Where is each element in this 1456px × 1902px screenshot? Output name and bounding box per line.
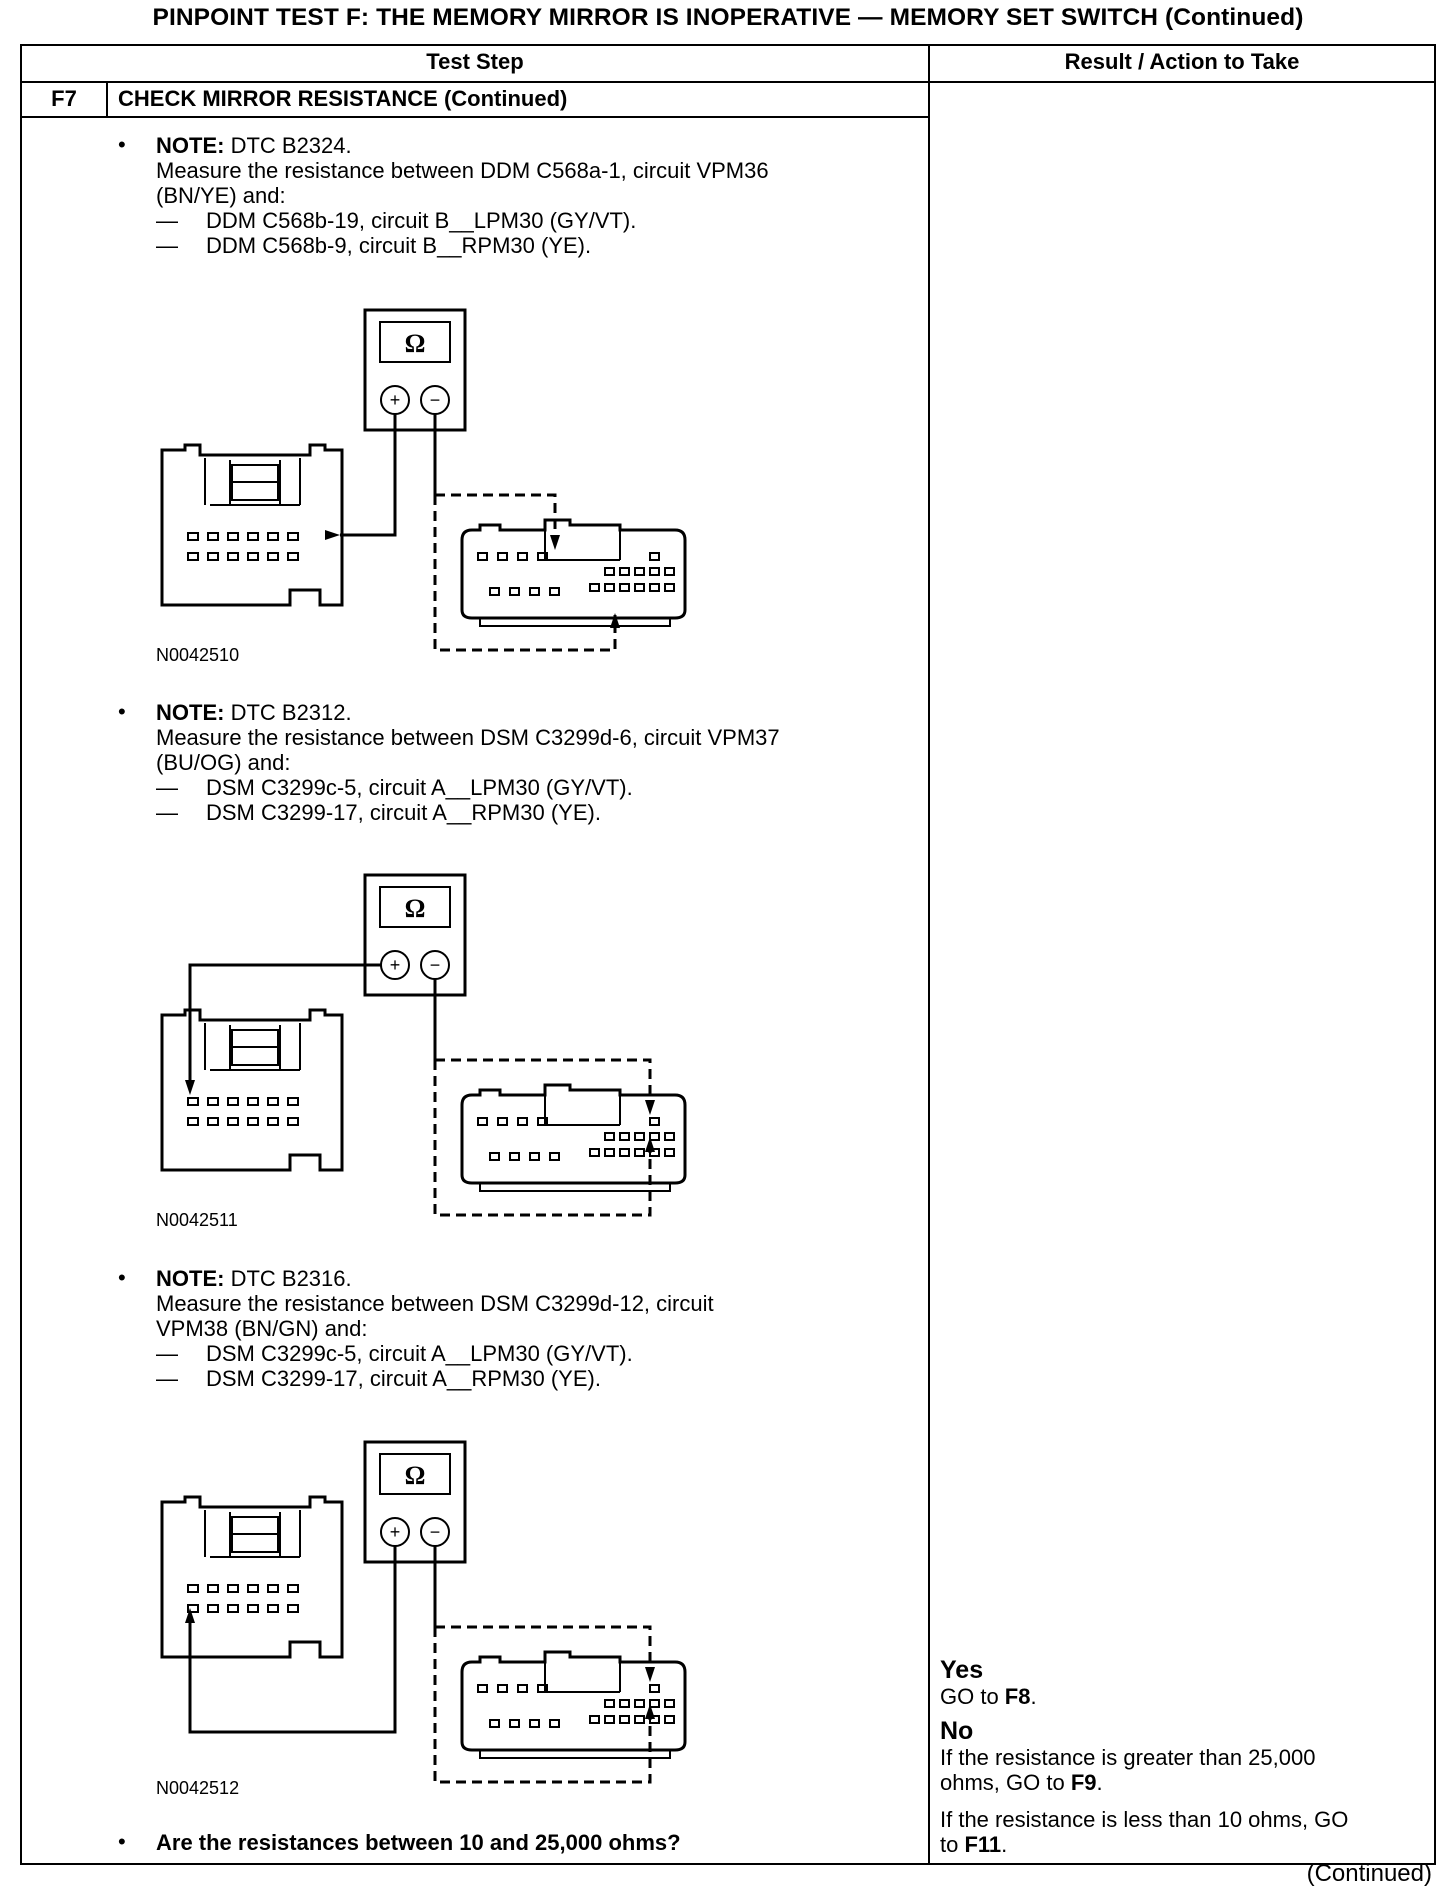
header-bottom-border — [20, 81, 1436, 83]
step-title: CHECK MIRROR RESISTANCE (Continued) — [118, 86, 568, 111]
right-connector — [460, 1083, 687, 1185]
note-line: NOTE: DTC B2312. — [156, 700, 780, 725]
result-block: Yes GO to F8. No If the resistance is gr… — [940, 1656, 1430, 1857]
dashed-lead — [433, 1058, 652, 1217]
measure-line: Measure the resistance between DSM C3299… — [156, 1291, 714, 1316]
measure-line: Measure the resistance between DDM C568a… — [156, 158, 769, 183]
left-connector — [160, 1495, 344, 1659]
wiring-figure-3: Ω + − — [160, 1440, 687, 1784]
step-title-bottom-border — [20, 116, 929, 118]
circuit-text: DSM C3299-17, circuit A__RPM30 (YE). — [206, 1366, 601, 1391]
dash-glyph: — — [156, 233, 178, 258]
table-right-border — [1434, 44, 1436, 1865]
circuit-item: — DDM C568b-19, circuit B__LPM30 (GY/VT). — [156, 208, 769, 233]
step-id-divider — [106, 81, 108, 118]
ohmmeter-body — [363, 308, 467, 432]
dash-glyph: — — [156, 1366, 178, 1391]
note-dtc: DTC B2312. — [224, 700, 352, 725]
minus-symbol: − — [430, 390, 441, 410]
page-title: PINPOINT TEST F: THE MEMORY MIRROR IS IN… — [152, 4, 1304, 31]
circuit-text: DDM C568b-19, circuit B__LPM30 (GY/VT). — [206, 208, 637, 233]
continued-label: (Continued) — [1306, 1860, 1432, 1887]
plus-lead-wire — [188, 963, 381, 1090]
dashed-lead — [433, 1625, 652, 1784]
left-connector — [160, 1008, 344, 1172]
circuit-text: DSM C3299c-5, circuit A__LPM30 (GY/VT). — [206, 1341, 633, 1366]
header-result-action: Result / Action to Take — [1064, 49, 1300, 74]
no-action-less: If the resistance is less than 10 ohms, … — [940, 1807, 1349, 1857]
ohmmeter-body — [363, 1440, 467, 1564]
left-connector — [160, 443, 344, 607]
bullet-icon: • — [118, 132, 126, 157]
table-column-divider — [928, 44, 930, 1865]
dashed-lead — [433, 493, 617, 652]
note-label: NOTE: — [156, 1266, 225, 1291]
circuit-text: DSM C3299-17, circuit A__RPM30 (YE). — [206, 800, 601, 825]
ohm-symbol: Ω — [405, 329, 426, 358]
note-label: NOTE: — [156, 700, 225, 725]
plus-lead-wire — [340, 414, 397, 537]
plus-lead-wire — [188, 1546, 397, 1734]
note-block-3: • NOTE: DTC B2316. Measure the resistanc… — [118, 1265, 714, 1391]
figure-id: N0042511 — [156, 1210, 238, 1230]
note-dtc: DTC B2324. — [224, 133, 352, 158]
wiring-figure-2: Ω + − — [160, 873, 687, 1217]
dash-glyph: — — [156, 800, 178, 825]
table-bottom-border — [20, 1863, 1436, 1865]
minus-symbol: − — [430, 1522, 441, 1542]
measure-line: (BU/OG) and: — [156, 750, 291, 775]
wiring-figure-1: Ω + − — [160, 308, 687, 652]
note-label: NOTE: — [156, 133, 225, 158]
circuit-text: DSM C3299c-5, circuit A__LPM30 (GY/VT). — [206, 775, 633, 800]
dash-glyph: — — [156, 775, 178, 800]
no-label: No — [940, 1717, 974, 1745]
minus-symbol: − — [430, 955, 441, 975]
figure-id: N0042512 — [156, 1778, 240, 1798]
yes-action: GO to F8. — [940, 1684, 1037, 1709]
plus-symbol: + — [390, 390, 401, 410]
ohmmeter-display — [379, 886, 451, 928]
dash-glyph: — — [156, 208, 178, 233]
plus-symbol: + — [390, 955, 401, 975]
circuit-item: — DSM C3299c-5, circuit A__LPM30 (GY/VT). — [156, 1341, 714, 1366]
measure-line: Measure the resistance between DSM C3299… — [156, 725, 780, 750]
step-link[interactable]: F9 — [1070, 1770, 1097, 1795]
note-line: NOTE: DTC B2324. — [156, 133, 769, 158]
measure-line: (BN/YE) and: — [156, 183, 286, 208]
ohm-symbol: Ω — [405, 894, 426, 923]
bullet-icon: • — [118, 699, 126, 724]
table-left-border — [20, 44, 22, 1865]
note-block-1: • NOTE: DTC B2324. Measure the resistanc… — [118, 132, 769, 258]
step-link[interactable]: F11 — [964, 1832, 1002, 1857]
question-block: • Are the resistances between 10 and 25,… — [118, 1829, 681, 1855]
no-action-greater: If the resistance is greater than 25,000… — [940, 1745, 1316, 1795]
dash-glyph: — — [156, 1341, 178, 1366]
bullet-icon: • — [118, 1265, 126, 1290]
yes-label: Yes — [940, 1656, 984, 1684]
ohmmeter-body — [363, 873, 467, 997]
header-test-step: Test Step — [426, 49, 524, 74]
circuit-item: — DSM C3299-17, circuit A__RPM30 (YE). — [156, 800, 780, 825]
note-dtc: DTC B2316. — [224, 1266, 352, 1291]
circuit-item: — DSM C3299c-5, circuit A__LPM30 (GY/VT). — [156, 775, 780, 800]
step-id: F7 — [51, 86, 77, 111]
note-line: NOTE: DTC B2316. — [156, 1266, 714, 1291]
circuit-item: — DDM C568b-9, circuit B__RPM30 (YE). — [156, 233, 769, 258]
figure-id: N0042510 — [156, 645, 240, 665]
measure-line: VPM38 (BN/GN) and: — [156, 1316, 368, 1341]
right-connector — [460, 518, 687, 620]
step-link[interactable]: F8 — [1004, 1684, 1031, 1709]
bullet-icon: • — [118, 1829, 126, 1854]
question-text: Are the resistances between 10 and 25,00… — [156, 1830, 681, 1855]
ohmmeter-display — [379, 1453, 451, 1495]
ohmmeter-display — [379, 321, 451, 363]
circuit-item: — DSM C3299-17, circuit A__RPM30 (YE). — [156, 1366, 714, 1391]
circuit-text: DDM C568b-9, circuit B__RPM30 (YE). — [206, 233, 592, 258]
ohm-symbol: Ω — [405, 1461, 426, 1490]
note-block-2: • NOTE: DTC B2312. Measure the resistanc… — [118, 699, 780, 825]
plus-symbol: + — [390, 1522, 401, 1542]
table-top-border — [20, 44, 1436, 46]
right-connector — [460, 1650, 687, 1752]
